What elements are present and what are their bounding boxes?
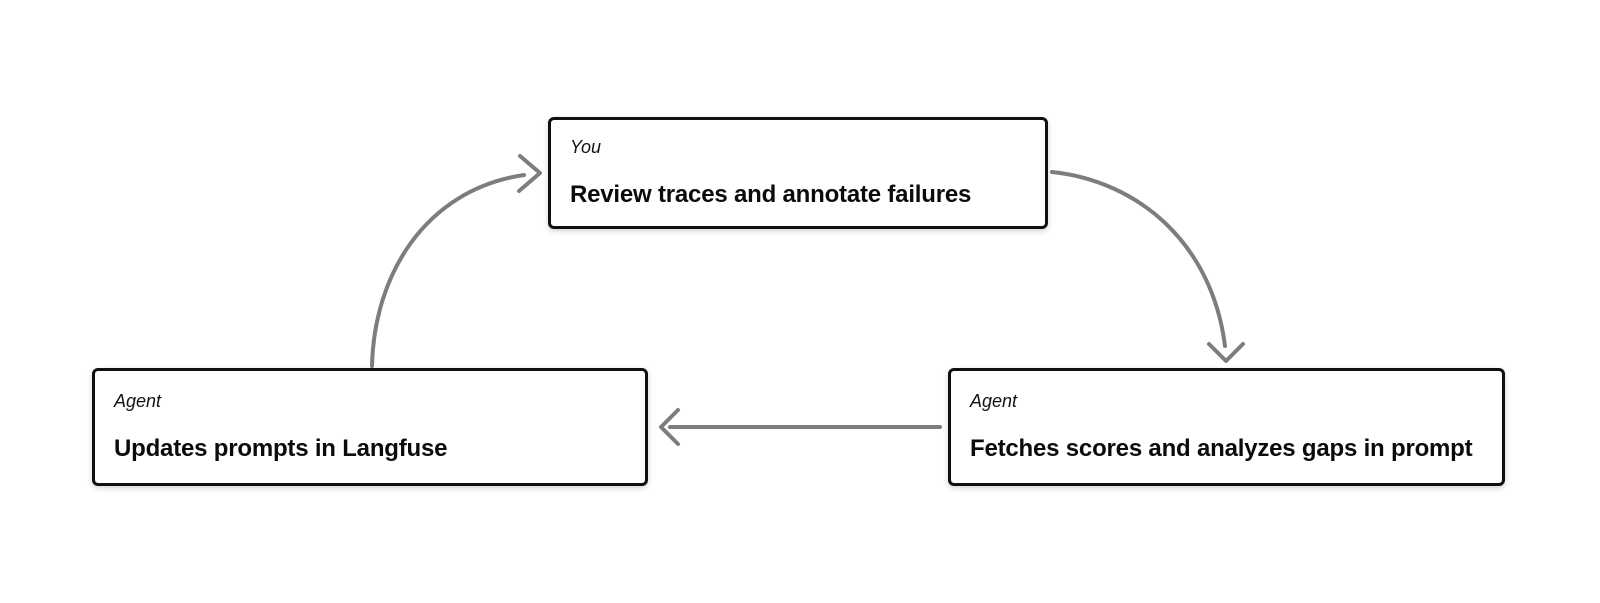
arrow-update-to-review — [370, 154, 542, 368]
node-review-traces: You Review traces and annotate failures — [548, 117, 1048, 229]
arrowhead-left-icon — [659, 408, 680, 446]
node-update-prompts: Agent Updates prompts in Langfuse — [92, 368, 648, 486]
node-role-label: Agent — [970, 391, 1018, 411]
node-title: Review traces and annotate failures — [570, 181, 972, 208]
node-title: Updates prompts in Langfuse — [114, 435, 448, 462]
arrowhead-down-icon — [1207, 342, 1245, 363]
arrow-review-to-fetch — [1050, 170, 1245, 363]
arrowhead-right-icon — [517, 154, 542, 193]
node-role-label: Agent — [114, 391, 162, 411]
node-title: Fetches scores and analyzes gaps in prom… — [970, 435, 1473, 462]
node-fetch-scores: Agent Fetches scores and analyzes gaps i… — [948, 368, 1505, 486]
node-role-label: You — [570, 137, 602, 157]
arrow-fetch-to-update — [659, 408, 942, 446]
